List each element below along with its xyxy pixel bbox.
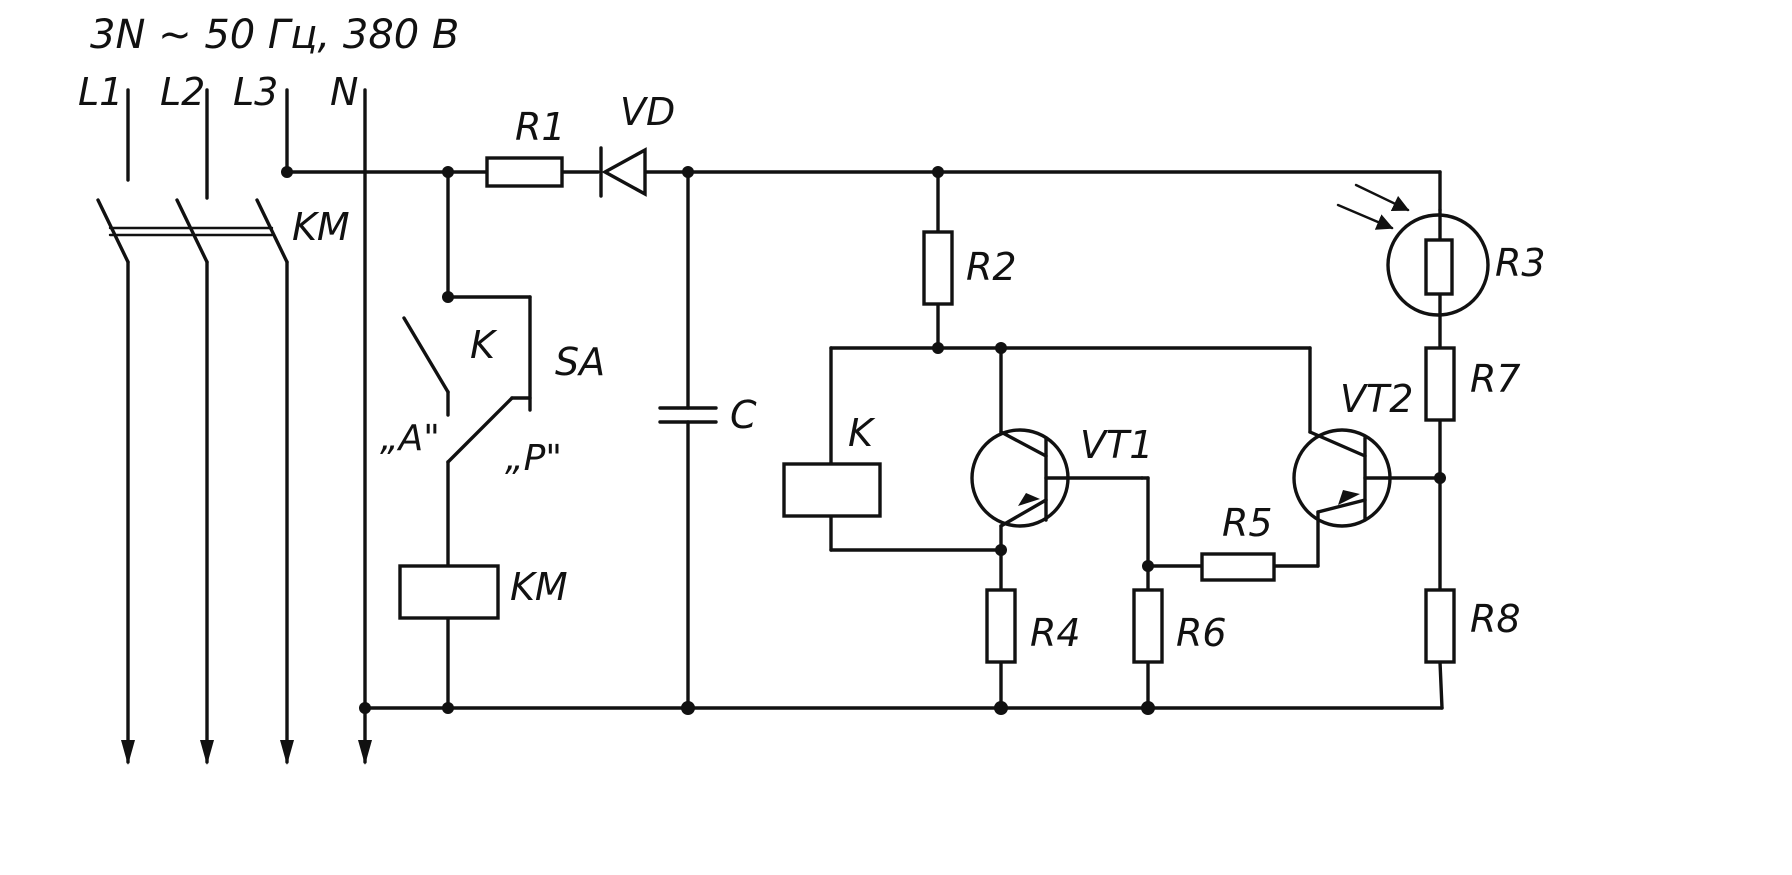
diode-vd (599, 146, 647, 198)
photoresistor-r3 (1336, 183, 1490, 317)
label-r1: R1 (515, 105, 566, 149)
km-mechanical-link (108, 226, 274, 237)
neutral-line (358, 88, 372, 765)
resistor-r5 (1200, 552, 1276, 582)
label-vt1: VT1 (1080, 423, 1153, 467)
label-vt2: VT2 (1340, 377, 1413, 421)
label-r4: R4 (1030, 611, 1081, 655)
junction-r7-r8 (1434, 472, 1446, 484)
label-k-contact: K (470, 323, 498, 367)
top-rail (285, 170, 1442, 212)
phase-line-l3 (255, 88, 294, 765)
vt1-base-line (1140, 476, 1320, 710)
label-r5: R5 (1222, 501, 1273, 545)
label-c: C (730, 393, 757, 437)
phase-line-l2 (175, 88, 214, 765)
label-r2: R2 (966, 245, 1017, 289)
phase-label-n: N (330, 70, 358, 114)
coil-k (782, 462, 882, 518)
label-sa: SA (555, 340, 605, 384)
label-sa-a: „A" (380, 418, 440, 459)
phase-label-l3: L3 (233, 70, 278, 114)
label-vd: VD (620, 90, 675, 134)
resistor-r6 (1132, 588, 1164, 664)
resistor-r8 (1424, 588, 1456, 664)
resistor-r4 (985, 588, 1017, 664)
phase-label-l2: L2 (160, 70, 205, 114)
junction-c-bottom (681, 701, 695, 715)
junction-r2-bottom (932, 342, 944, 354)
capacitor-c (658, 170, 718, 710)
phase-line-l1 (96, 88, 135, 765)
coil-km (398, 564, 500, 620)
resistor-r1 (485, 156, 564, 188)
collector-rail (829, 346, 1312, 552)
junction-n-bottom (359, 702, 371, 714)
sa-branch (402, 170, 532, 710)
phase-label-l1: L1 (78, 70, 123, 114)
label-k-coil: K (848, 411, 876, 455)
junction-k-contact (442, 291, 454, 303)
junction-km-bottom (442, 702, 454, 714)
label-sa-p: „P" (505, 438, 562, 479)
label-r8: R8 (1470, 597, 1521, 641)
transistor-vt2 (1292, 346, 1444, 528)
transistor-vt1 (970, 346, 1144, 552)
supply-header: 3N ~ 50 Гц, 380 В (90, 12, 459, 58)
km-contacts-label: KM (292, 205, 350, 249)
label-km-coil: KM (510, 565, 568, 609)
resistor-r2 (922, 230, 954, 306)
resistor-r7 (1424, 346, 1456, 422)
label-r3: R3 (1495, 241, 1546, 285)
label-r6: R6 (1176, 611, 1227, 655)
junction-r5-r6 (1142, 560, 1154, 572)
label-r7: R7 (1470, 357, 1521, 401)
junction-l3 (281, 166, 293, 178)
